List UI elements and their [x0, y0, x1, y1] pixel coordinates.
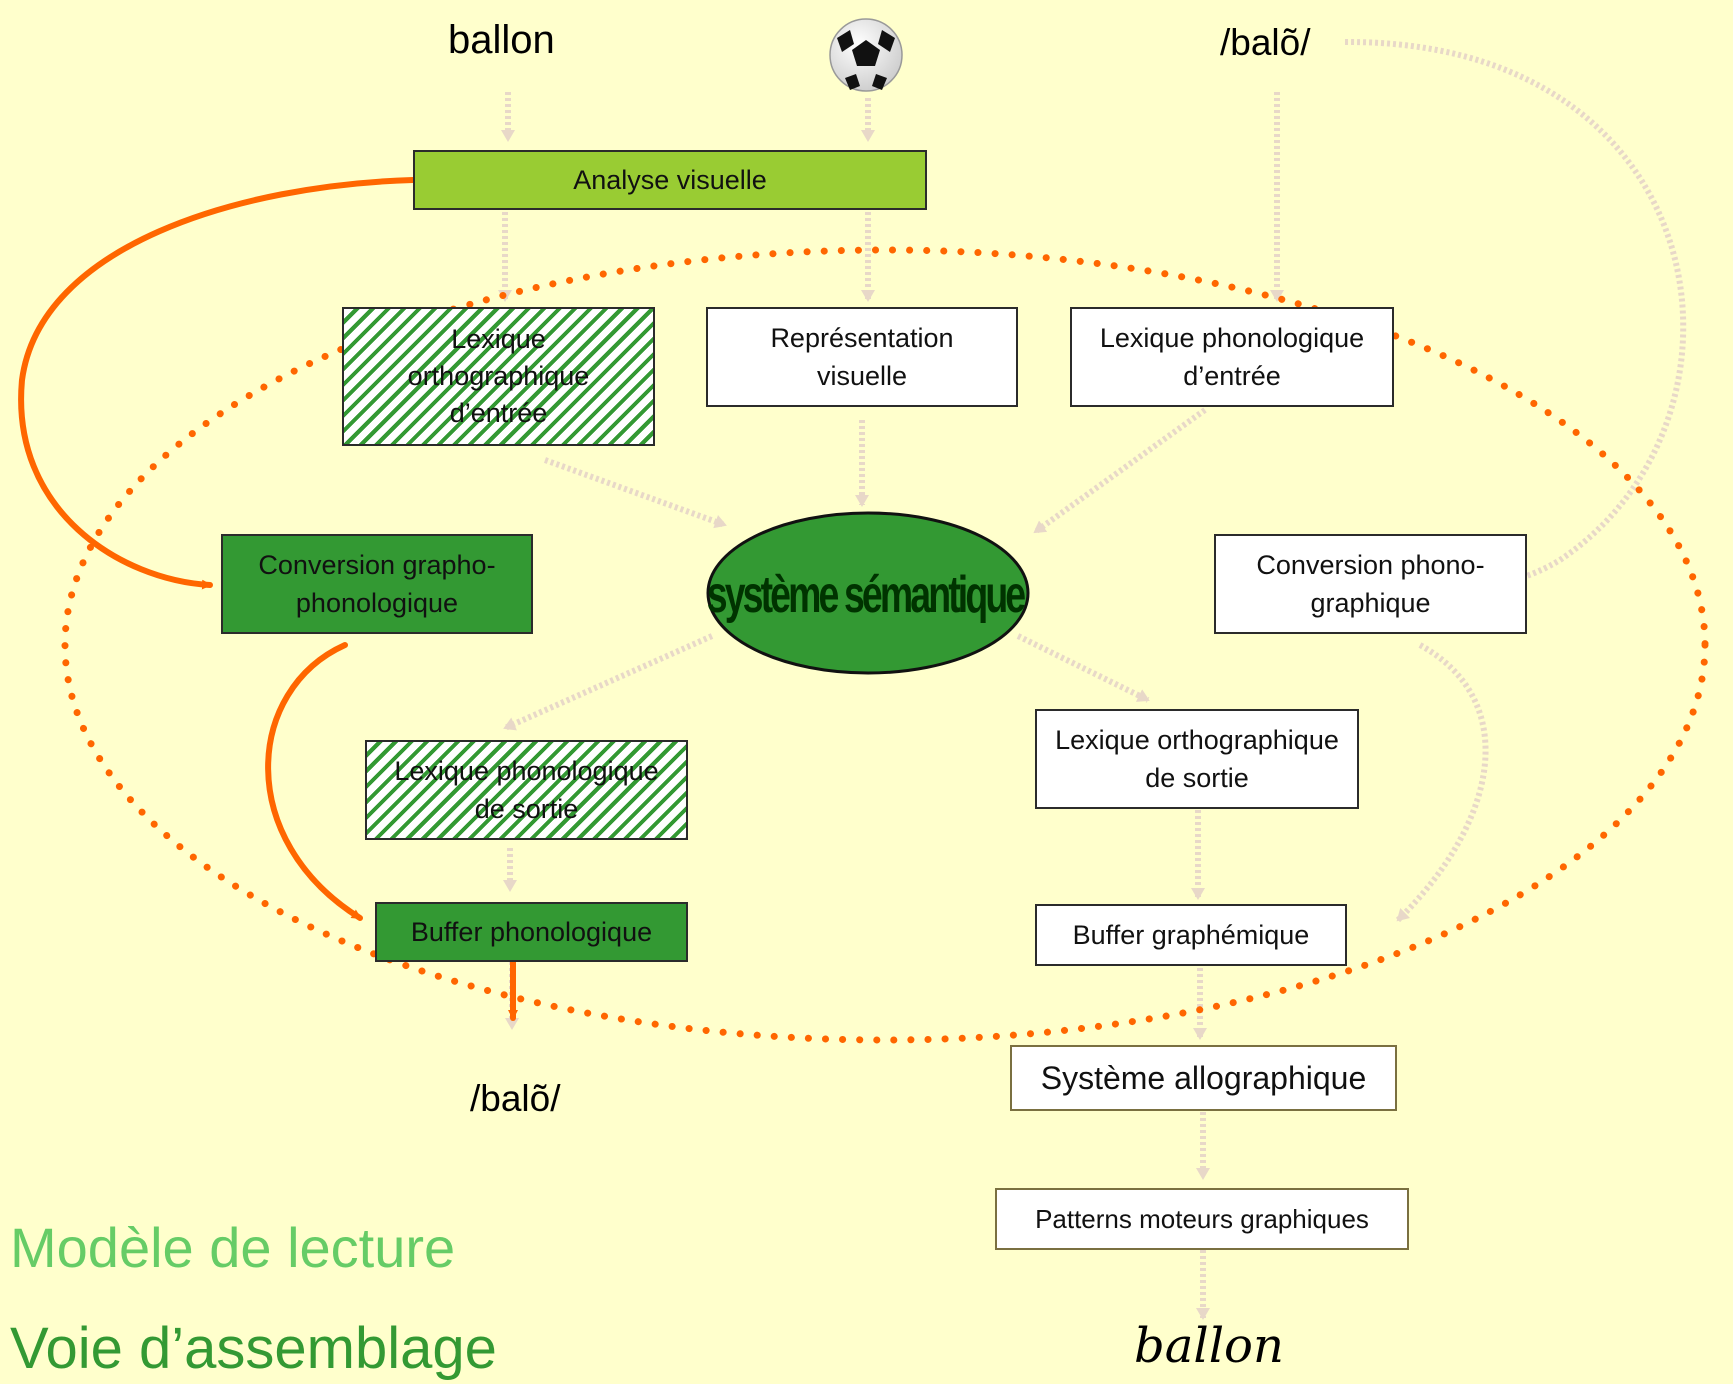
- route-caption: Voie d’assemblage: [10, 1316, 497, 1381]
- soccer-ball-icon: [829, 18, 903, 92]
- lexique-phonologique-sortie-box: Lexique phonologique de sortie: [365, 740, 688, 840]
- lexique-phonologique-entree-box: Lexique phonologique d’entrée: [1070, 307, 1394, 407]
- output-spoken-word: /balõ/: [470, 1078, 561, 1119]
- buffer-graphemique-box: Buffer graphémique: [1035, 904, 1347, 966]
- arrow-analyse-to-conversion: [18, 177, 416, 590]
- inactive-connections: [498, 38, 1687, 1320]
- buffer-phonologique-box: Buffer phonologique: [375, 902, 688, 962]
- lexique-orthographique-sortie-box: Lexique orthographique de sortie: [1035, 709, 1359, 809]
- arrow-conversion-to-buffer: [265, 642, 363, 921]
- representation-visuelle-box: Représentation visuelle: [706, 307, 1018, 407]
- lexique-orthographique-entree-box: Lexique orthographique d’entrée: [342, 307, 655, 446]
- conversion-phono-graphique-box: Conversion phono- graphique: [1214, 534, 1527, 634]
- arrow-semantic-to-lexique-phono-sortie: [503, 633, 714, 731]
- arrow-conversion-phono-to-buffer-graph: [1395, 642, 1489, 923]
- systeme-semantique-label: système sémantique: [706, 566, 1026, 624]
- analyse-visuelle-box: Analyse visuelle: [413, 150, 927, 210]
- lexical-route-ellipse: [61, 246, 1709, 1044]
- input-written-word: ballon: [448, 18, 555, 62]
- semantic-system-ellipse: [706, 511, 1030, 675]
- arrow-lexique-ortho-to-semantic: [543, 457, 727, 529]
- assembly-route: [18, 177, 518, 1021]
- arrow-lexique-phono-to-semantic: [1033, 407, 1207, 535]
- patterns-moteurs-graphiques-box: Patterns moteurs graphiques: [995, 1188, 1409, 1250]
- systeme-allographique-box: Système allographique: [1010, 1045, 1397, 1111]
- arrow-semantic-to-lexique-ortho-sortie: [1016, 633, 1150, 703]
- conversion-grapho-phonologique-box: Conversion grapho- phonologique: [221, 534, 533, 634]
- output-written-word: ballon: [1134, 1318, 1284, 1374]
- model-caption: Modèle de lecture: [10, 1216, 456, 1279]
- arrow-balo-to-conversion-phono: [1344, 38, 1687, 591]
- input-heard-word: /balõ/: [1220, 22, 1311, 63]
